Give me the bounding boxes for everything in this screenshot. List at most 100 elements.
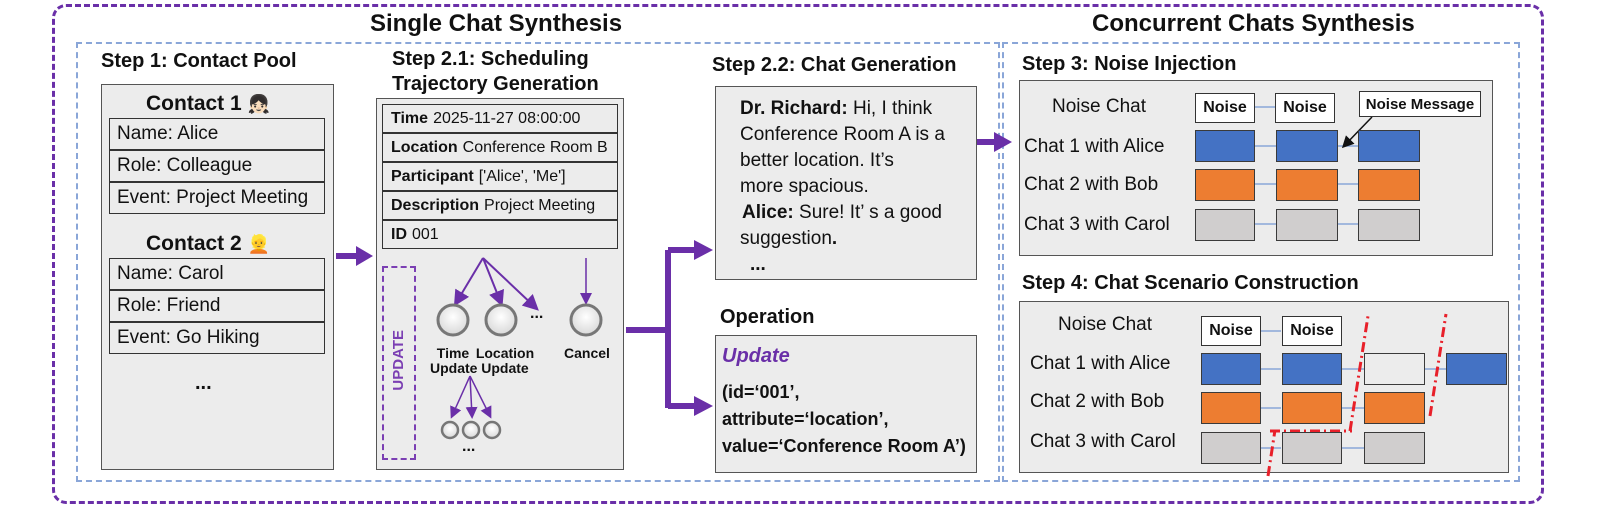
step21-title-line2: Trajectory Generation xyxy=(392,73,599,95)
location-update-label-line2: Update xyxy=(481,360,529,376)
id-key: ID xyxy=(391,225,407,243)
contact-1-title: Contact 1👧🏻 xyxy=(146,92,270,116)
outer-frame xyxy=(52,4,1544,504)
step4-noise-2: Noise xyxy=(1282,316,1342,346)
update-dashed-box xyxy=(382,266,416,460)
contact-2-name: Name: Carol xyxy=(109,258,325,290)
contact-pool-ellipsis: ... xyxy=(195,372,212,394)
operation-body: (id=‘001’, attribute=‘location’, value=‘… xyxy=(722,379,966,460)
concurrent-chats-panel xyxy=(1002,42,1520,482)
description-key: Description xyxy=(391,196,480,214)
time-update-label-line1: Time xyxy=(436,345,470,361)
chat-line-2: Conference Room A is a xyxy=(740,124,945,145)
step21-title-line1: Step 2.1: Scheduling xyxy=(392,48,589,70)
step3-noise-1: Noise xyxy=(1195,93,1255,123)
location-update-label: Location Update xyxy=(475,346,535,376)
step4-row-alice: Chat 1 with Alice xyxy=(1030,353,1171,374)
contact-2-label: Contact 2 xyxy=(146,232,242,255)
step4-alice-cell-3 xyxy=(1364,353,1425,385)
tree-dots: ... xyxy=(530,305,544,322)
scenario-box xyxy=(1019,301,1509,473)
contact-1-label: Contact 1 xyxy=(146,92,242,115)
participant-value: ['Alice', 'Me'] xyxy=(478,167,566,185)
branch-sub-3 xyxy=(469,375,492,419)
time-key: Time xyxy=(391,109,429,127)
girl-emoji-icon: 👧🏻 xyxy=(247,94,271,114)
chat-line-3: better location. It’s xyxy=(740,150,894,171)
chat-line-5: Alice: Sure! It’ s a good xyxy=(742,200,972,226)
branch-sub-1 xyxy=(450,375,471,419)
step3-carol-cell-3 xyxy=(1358,209,1420,241)
step4-alice-cell-1 xyxy=(1201,353,1261,385)
time-update-label-line2: Update xyxy=(430,360,478,376)
speaker-richard: Dr. Richard: xyxy=(740,98,848,119)
step4-bob-cell-2 xyxy=(1282,392,1342,424)
split-boundaries xyxy=(1266,313,1448,477)
step3-alice-cell-3 xyxy=(1358,130,1420,162)
boundary-3 xyxy=(1428,313,1448,417)
chat-generation-text: Dr. Richard: Hi, I think Conference Room… xyxy=(740,96,972,278)
cancel-node xyxy=(569,303,603,337)
step4-alice-cell-2 xyxy=(1282,353,1342,385)
tree-dots-bottom: ... xyxy=(462,438,476,455)
step3-alice-cell-2 xyxy=(1276,130,1338,162)
description-value: Project Meeting xyxy=(484,196,596,214)
sub-node-1 xyxy=(440,420,460,440)
step3-row-carol: Chat 3 with Carol xyxy=(1024,214,1170,235)
single-chat-panel xyxy=(76,42,1000,482)
contact-1-event: Event: Project Meeting xyxy=(109,182,325,214)
operation-head: Update xyxy=(722,345,790,367)
single-chat-title: Single Chat Synthesis xyxy=(370,10,623,37)
boundary-1 xyxy=(1266,429,1277,477)
step4-noise-1: Noise xyxy=(1201,316,1261,346)
participant-key: Participant xyxy=(391,167,474,185)
step3-bob-cell-1 xyxy=(1195,169,1255,201)
step4-carol-cell-1 xyxy=(1201,432,1261,464)
operation-box xyxy=(715,335,977,473)
chat-line-6: suggestion. xyxy=(740,226,972,252)
branch-to-location xyxy=(482,257,504,307)
step3-row-noise: Noise Chat xyxy=(1052,96,1146,117)
operation-title: Operation xyxy=(720,306,815,328)
step4-bob-cell-1 xyxy=(1201,392,1261,424)
step3-carol-cell-1 xyxy=(1195,209,1255,241)
contact-2-title: Contact 2👱 xyxy=(146,232,270,256)
contact-1-role: Role: Colleague xyxy=(109,150,325,182)
branch-sub-2 xyxy=(465,375,478,419)
location-update-label-line1: Location xyxy=(475,345,535,361)
location-key: Location xyxy=(391,138,458,156)
arrow-split xyxy=(626,247,696,409)
step1-title: Step 1: Contact Pool xyxy=(101,50,297,72)
time-update-node xyxy=(436,303,470,337)
step3-title: Step 3: Noise Injection xyxy=(1022,53,1237,75)
step3-row-alice: Chat 1 with Alice xyxy=(1024,136,1165,157)
msg2-part2: suggestion xyxy=(740,228,832,249)
time-value: 2025-11-27 08:00:00 xyxy=(433,109,581,127)
step4-bob-cell-3 xyxy=(1364,392,1425,424)
chat-generation-box xyxy=(715,86,977,280)
step4-alice-cell-4 xyxy=(1446,353,1507,385)
sub-node-2 xyxy=(461,420,481,440)
cancel-label: Cancel xyxy=(564,345,610,361)
step4-title: Step 4: Chat Scenario Construction xyxy=(1022,272,1359,294)
location-update-node xyxy=(484,303,518,337)
contact-2-event: Event: Go Hiking xyxy=(109,322,325,354)
step3-noise-message: Noise Message xyxy=(1359,91,1481,117)
sub-node-3 xyxy=(482,420,502,440)
step3-noise-2: Noise xyxy=(1275,93,1335,123)
chat-ellipsis: ... xyxy=(750,254,766,275)
time-update-label: Time Update xyxy=(430,345,478,376)
person-emoji-icon: 👱 xyxy=(247,234,271,254)
concurrent-chats-title: Concurrent Chats Synthesis xyxy=(1092,10,1415,37)
step4-row-carol: Chat 3 with Carol xyxy=(1030,431,1176,452)
location-value: Conference Room B xyxy=(462,138,608,156)
step3-row-bob: Chat 2 with Bob xyxy=(1024,174,1159,195)
scheduling-tree xyxy=(436,257,603,440)
msg2-period: . xyxy=(831,228,838,249)
